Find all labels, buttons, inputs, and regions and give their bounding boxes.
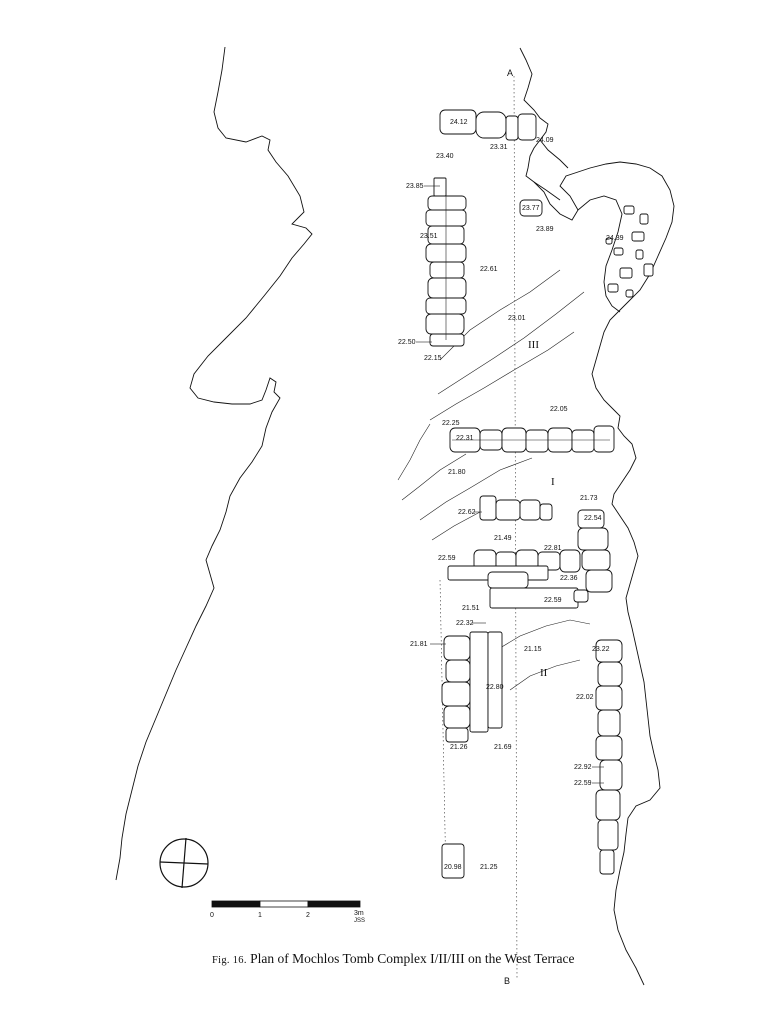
elev-label: 22.61 bbox=[480, 266, 498, 273]
leader-lines bbox=[416, 185, 604, 784]
room-labels: III I II bbox=[528, 339, 555, 679]
east-cliff-outline bbox=[519, 47, 675, 986]
elev-label: 21.15 bbox=[524, 646, 542, 653]
elev-label: 22.32 bbox=[456, 620, 474, 627]
elev-label: 23.77 bbox=[522, 205, 540, 212]
scale-tick-0: 0 bbox=[210, 912, 214, 919]
elev-label: 22.59 bbox=[574, 780, 592, 787]
elev-label: 23.40 bbox=[436, 153, 454, 160]
elev-label: 22.62 bbox=[458, 509, 476, 516]
elev-label: 22.80 bbox=[486, 684, 504, 691]
section-line-ab bbox=[513, 75, 518, 979]
elev-label: 21.69 bbox=[494, 744, 512, 751]
wall-22-62 bbox=[479, 495, 553, 521]
elev-label: 24.12 bbox=[450, 119, 468, 126]
boulder-stones bbox=[605, 205, 654, 298]
scale-bar: 0 1 2 3m JSS bbox=[210, 900, 365, 924]
room-label-iii: III bbox=[528, 339, 539, 351]
drafter-initials: JSS bbox=[354, 918, 365, 924]
elev-label: 20.98 bbox=[444, 864, 462, 871]
west-terrace-contour bbox=[115, 46, 313, 881]
cliff-inner-line bbox=[533, 139, 569, 201]
elev-label: 24.39 bbox=[606, 235, 624, 242]
elev-label: 22.50 bbox=[398, 339, 416, 346]
elev-label: 21.81 bbox=[410, 641, 428, 648]
scale-tick-2: 2 bbox=[306, 912, 310, 919]
elev-label: 22.59 bbox=[544, 597, 562, 604]
room-label-ii: II bbox=[540, 667, 548, 679]
elev-label: 22.36 bbox=[560, 575, 578, 582]
wall-room2-east bbox=[595, 639, 623, 875]
elev-label: 24.09 bbox=[536, 137, 554, 144]
room-label-i: I bbox=[551, 476, 555, 488]
elev-label: 23.31 bbox=[490, 144, 508, 151]
boulder-area-outline bbox=[577, 195, 623, 313]
elev-label: 21.26 bbox=[450, 744, 468, 751]
elevation-labels: 24.12 23.31 24.09 23.40 23.85 23.77 23.8… bbox=[398, 119, 624, 871]
wall-room1-east bbox=[577, 509, 613, 593]
elev-label: 23.01 bbox=[508, 315, 526, 322]
elev-label: 22.54 bbox=[584, 515, 602, 522]
scale-tick-1: 1 bbox=[258, 912, 262, 919]
room-boundary-dashed bbox=[439, 579, 447, 881]
section-label-b: B bbox=[504, 976, 510, 986]
elev-label: 23.85 bbox=[406, 183, 424, 190]
section-label-a: A bbox=[507, 68, 513, 78]
elev-label: 22.81 bbox=[544, 545, 562, 552]
scale-tick-3m: 3m bbox=[354, 910, 364, 917]
elev-label: 22.05 bbox=[550, 406, 568, 413]
elev-label: 23.89 bbox=[536, 226, 554, 233]
elev-label: 23.22 bbox=[592, 646, 610, 653]
elev-label: 22.02 bbox=[576, 694, 594, 701]
elev-label: 21.73 bbox=[580, 495, 598, 502]
elev-label: 22.31 bbox=[456, 435, 474, 442]
wall-room1-north bbox=[449, 425, 615, 453]
caption-prefix: Fig. 16. bbox=[212, 955, 247, 966]
wall-top-slabs bbox=[439, 109, 537, 141]
stone-23-77 bbox=[519, 199, 543, 217]
stone-20-98 bbox=[441, 843, 465, 879]
elev-label: 22.25 bbox=[442, 420, 460, 427]
elev-label: 21.51 bbox=[462, 605, 480, 612]
elev-label: 22.59 bbox=[438, 555, 456, 562]
wall-room3-west bbox=[425, 177, 467, 347]
elev-label: 21.80 bbox=[448, 469, 466, 476]
elev-label: 22.15 bbox=[424, 355, 442, 362]
wall-room1-south bbox=[447, 549, 589, 609]
elev-label: 21.25 bbox=[480, 864, 498, 871]
caption-text: Plan of Mochlos Tomb Complex I/II/III on… bbox=[250, 951, 575, 966]
elev-label: 22.92 bbox=[574, 764, 592, 771]
elev-label: 21.49 bbox=[494, 535, 512, 542]
elev-label: 23.51 bbox=[420, 233, 438, 240]
north-arrow-icon bbox=[159, 837, 209, 889]
figure-caption: Fig. 16. Plan of Mochlos Tomb Complex I/… bbox=[212, 951, 575, 967]
wall-room2-west bbox=[441, 631, 503, 743]
